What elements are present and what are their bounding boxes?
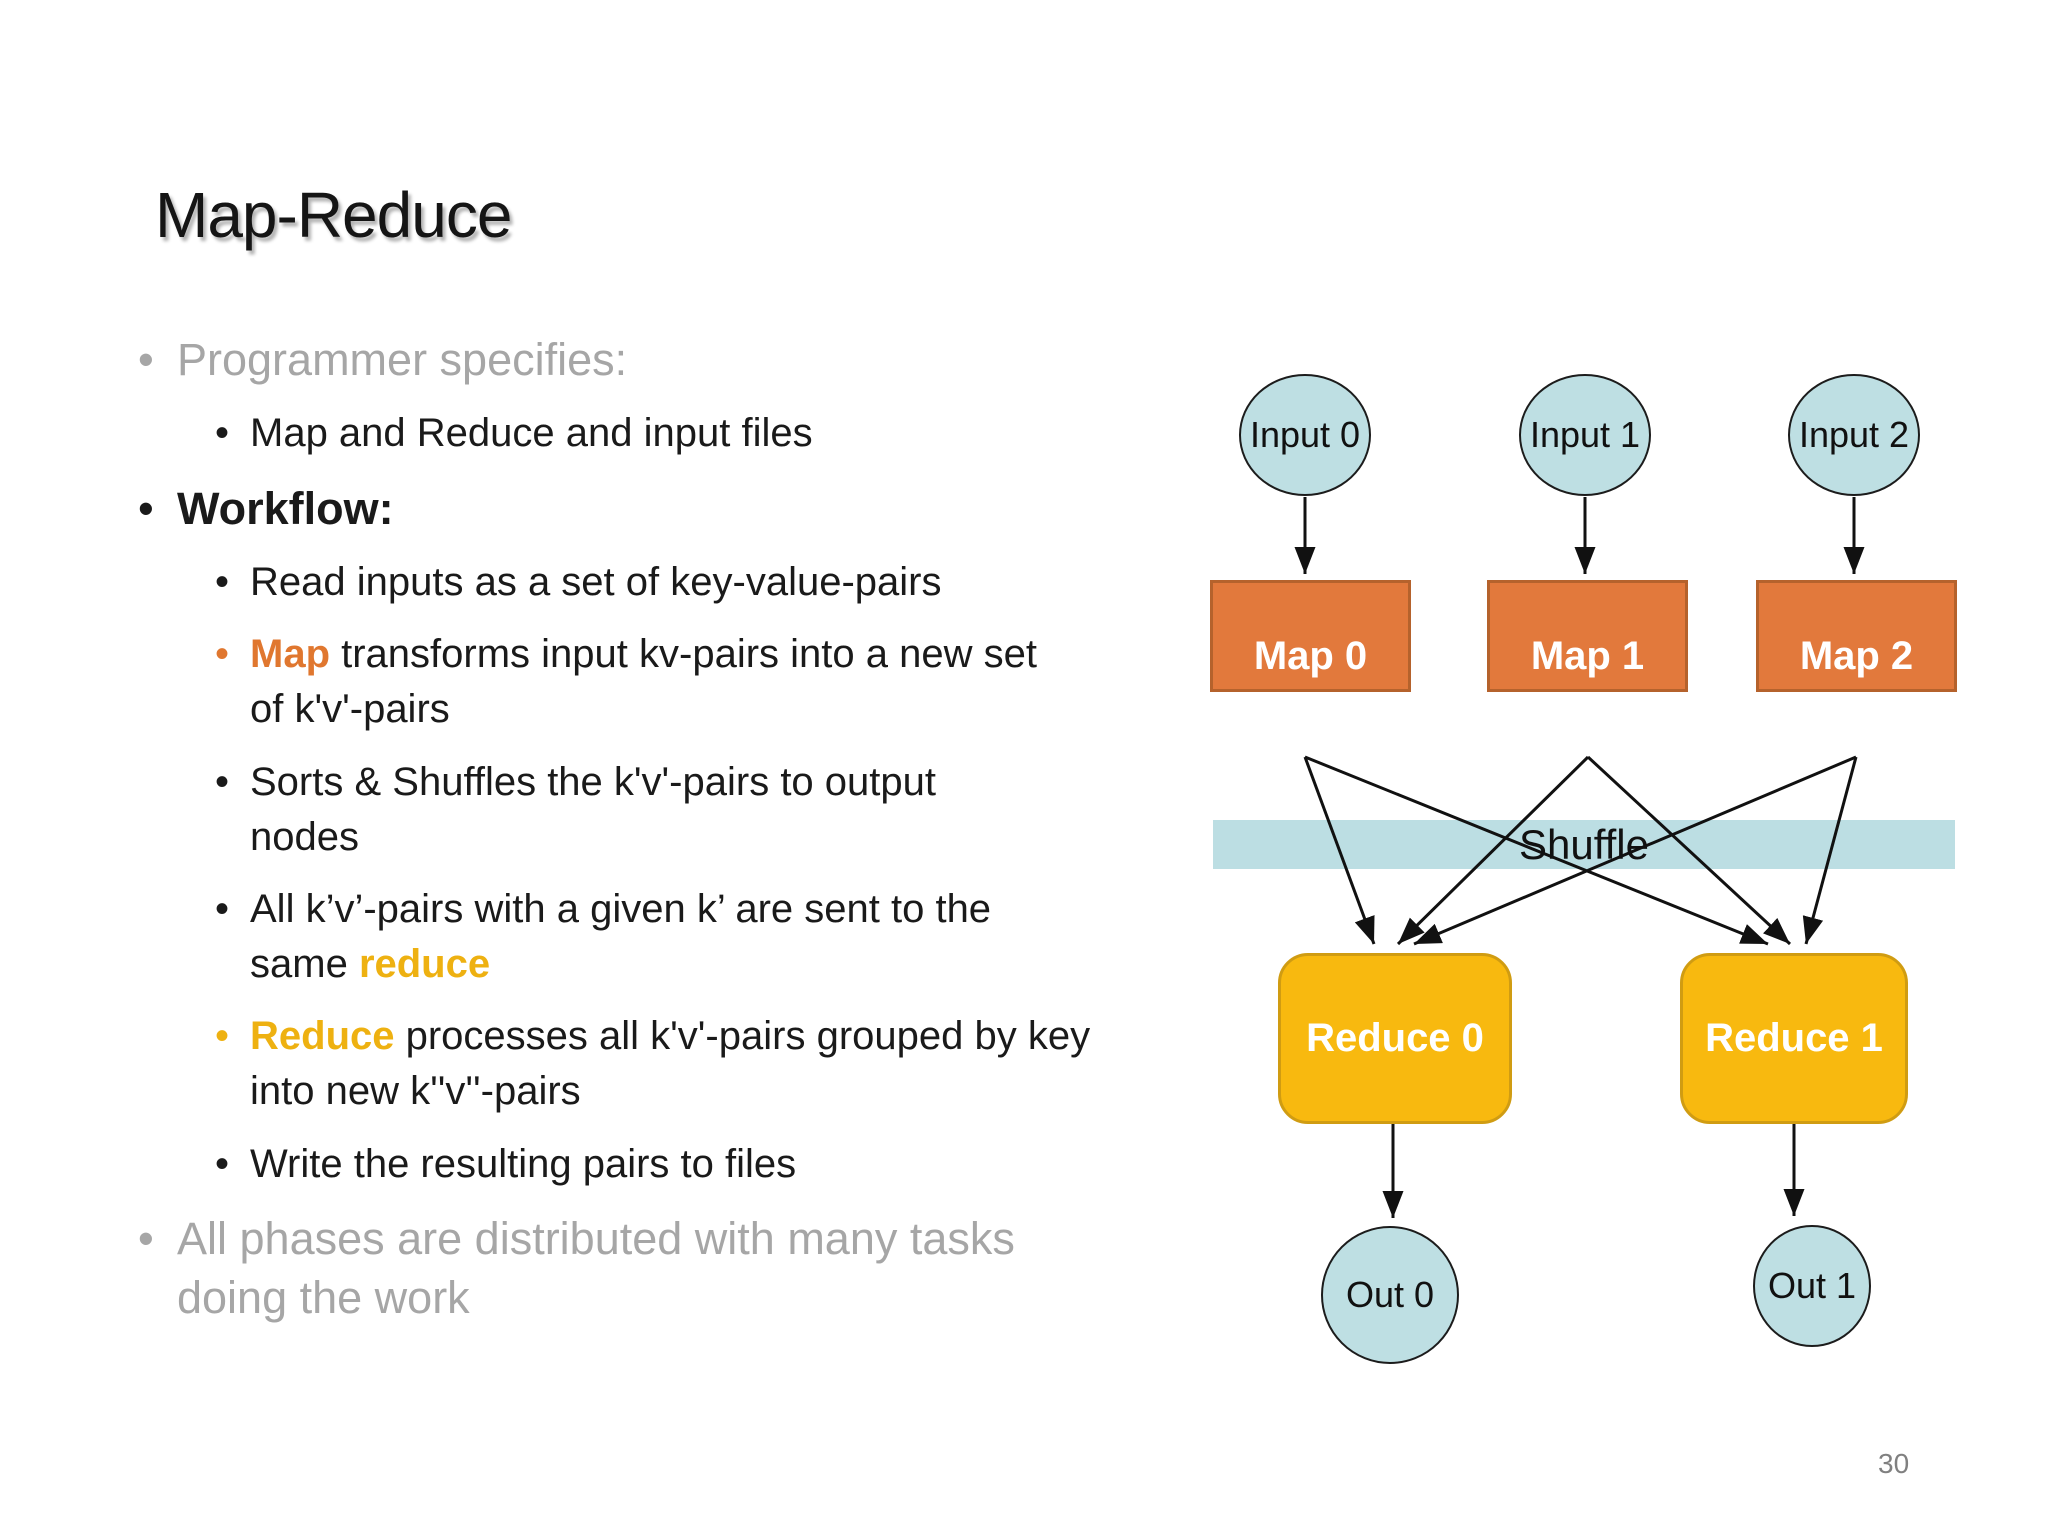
bullet-item-4: • Map transforms input kv-pairs into a ne… — [130, 627, 1110, 737]
bullet-text-line: All k’v’-pairs with a given k’ are sent … — [250, 886, 992, 931]
bullet-text-line: Programmer specifies: — [177, 334, 628, 385]
input-node-2: Input 2 — [1788, 374, 1920, 496]
bullet-item-2: • Workflow: — [130, 479, 1110, 538]
map-node-2: Map 2 — [1756, 580, 1957, 692]
bullet-text-line: doing the work — [177, 1272, 470, 1324]
reduce-node-0-label: Reduce 0 — [1306, 1016, 1484, 1060]
bullet-marker: • — [215, 759, 230, 804]
input-node-1-label: Input 1 — [1529, 414, 1641, 455]
out-node-0: Out 0 — [1321, 1226, 1459, 1364]
input-node-0-label: Input 0 — [1249, 414, 1361, 455]
bullet-text-line: same reduce — [250, 942, 491, 987]
bullet-item-6: • All k’v’-pairs with a given k’ are sent… — [130, 882, 1110, 992]
bullet-item-9: • All phases are distributed with many ta… — [130, 1209, 1110, 1328]
bullet-text-line: Map transforms input kv-pairs into a new… — [250, 632, 1037, 677]
bullet-text-line: into new k''v''-pairs — [250, 1069, 581, 1114]
page-title: Map-Reduce — [155, 179, 512, 251]
out-node-1: Out 1 — [1753, 1225, 1871, 1347]
bullet-marker: • — [215, 1014, 230, 1059]
bullet-marker: • — [138, 334, 154, 385]
map-node-2-label: Map 2 — [1799, 634, 1914, 678]
input-node-2-label: Input 2 — [1798, 414, 1910, 455]
bullet-item-5: • Sorts & Shuffles the k'v'-pairs to outp… — [130, 755, 1110, 865]
bullet-text-line: Map and Reduce and input files — [250, 411, 813, 456]
out-node-0-label: Out 0 — [1345, 1274, 1435, 1315]
out-node-1-label: Out 1 — [1767, 1265, 1857, 1306]
map-node-0-label: Map 0 — [1253, 634, 1368, 678]
shuffle-label: Shuffle — [1519, 820, 1649, 868]
bullet-marker: • — [215, 1141, 230, 1186]
bullet-item-0: • Programmer specifies: — [130, 330, 1110, 389]
bullet-marker: • — [138, 482, 154, 534]
page-number: 30 — [1878, 1448, 1910, 1479]
bullet-text-line: All phases are distributed with many tas… — [177, 1212, 1015, 1264]
bullet-text-line: Workflow: — [177, 482, 394, 534]
bullet-list: • Programmer specifies: • Map and Reduce an… — [130, 330, 1110, 1345]
input-node-1: Input 1 — [1519, 374, 1651, 496]
reduce-node-0: Reduce 0 — [1278, 953, 1512, 1124]
bullet-item-7: • Reduce processes all k'v'-pairs grouped… — [130, 1009, 1110, 1119]
bullet-marker: • — [215, 559, 230, 604]
bullet-text-line: of k'v'-pairs — [250, 687, 450, 732]
map-node-1-label: Map 1 — [1530, 634, 1645, 678]
map-node-0: Map 0 — [1210, 580, 1411, 692]
bullet-marker: • — [138, 1212, 154, 1264]
bullet-item-3: • Read inputs as a set of key-value-pairs — [130, 555, 1110, 610]
reduce-node-1: Reduce 1 — [1680, 953, 1908, 1124]
bullet-marker: • — [215, 411, 230, 456]
bullet-item-8: • Write the resulting pairs to files — [130, 1137, 1110, 1192]
bullet-text-line: nodes — [250, 814, 359, 859]
shuffle-bar: Shuffle — [1213, 820, 1955, 869]
map-node-1: Map 1 — [1487, 580, 1688, 692]
bullet-text-line: Sorts & Shuffles the k'v'-pairs to outpu… — [250, 759, 936, 804]
bullet-marker: • — [215, 886, 230, 931]
reduce-node-1-label: Reduce 1 — [1705, 1016, 1883, 1060]
bullet-item-1: • Map and Reduce and input files — [130, 406, 1110, 461]
input-node-0: Input 0 — [1239, 374, 1371, 496]
bullet-text-line: Reduce processes all k'v'-pairs grouped … — [250, 1014, 1091, 1059]
bullet-text-line: Read inputs as a set of key-value-pairs — [250, 559, 942, 604]
bullet-text-line: Write the resulting pairs to files — [250, 1141, 797, 1186]
bullet-marker: • — [215, 632, 230, 677]
